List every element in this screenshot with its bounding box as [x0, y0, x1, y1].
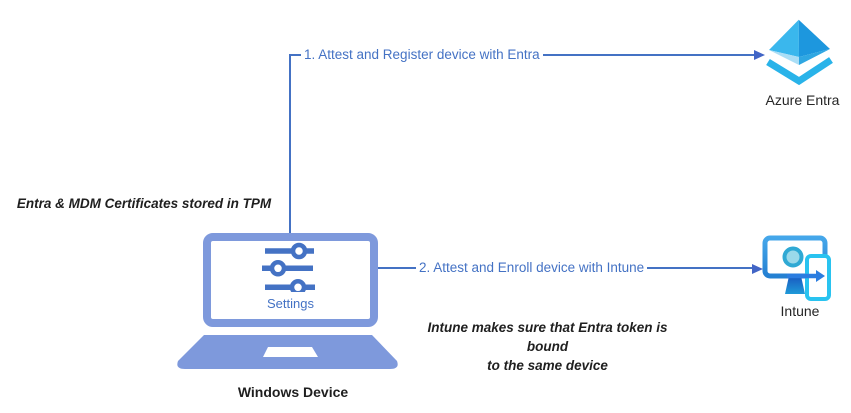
- azure-entra-label: Azure Entra: [765, 92, 840, 108]
- intune-label: Intune: [780, 303, 820, 319]
- flow2-label: 2. Attest and Enroll device with Intune: [416, 259, 648, 276]
- azure-entra-icon: [766, 19, 833, 86]
- token-binding-note-line1: Intune makes sure that Entra token is bo…: [427, 320, 668, 354]
- settings-sliders-icon: [262, 242, 315, 292]
- token-binding-note-line2: to the same device: [487, 358, 608, 373]
- settings-label: Settings: [267, 296, 314, 311]
- intune-icon: [762, 235, 831, 301]
- flow1-arrowhead-icon: [754, 50, 765, 60]
- flow1-elbow-line: [289, 54, 291, 244]
- laptop-base: [177, 335, 398, 369]
- flow2-arrowhead-icon: [752, 264, 763, 274]
- flow1-label: 1. Attest and Register device with Entra: [301, 46, 543, 63]
- tpm-certificates-note: Entra & MDM Certificates stored in TPM: [16, 196, 272, 211]
- windows-device-label: Windows Device: [237, 384, 349, 400]
- token-binding-note: Intune makes sure that Entra token is bo…: [405, 318, 690, 375]
